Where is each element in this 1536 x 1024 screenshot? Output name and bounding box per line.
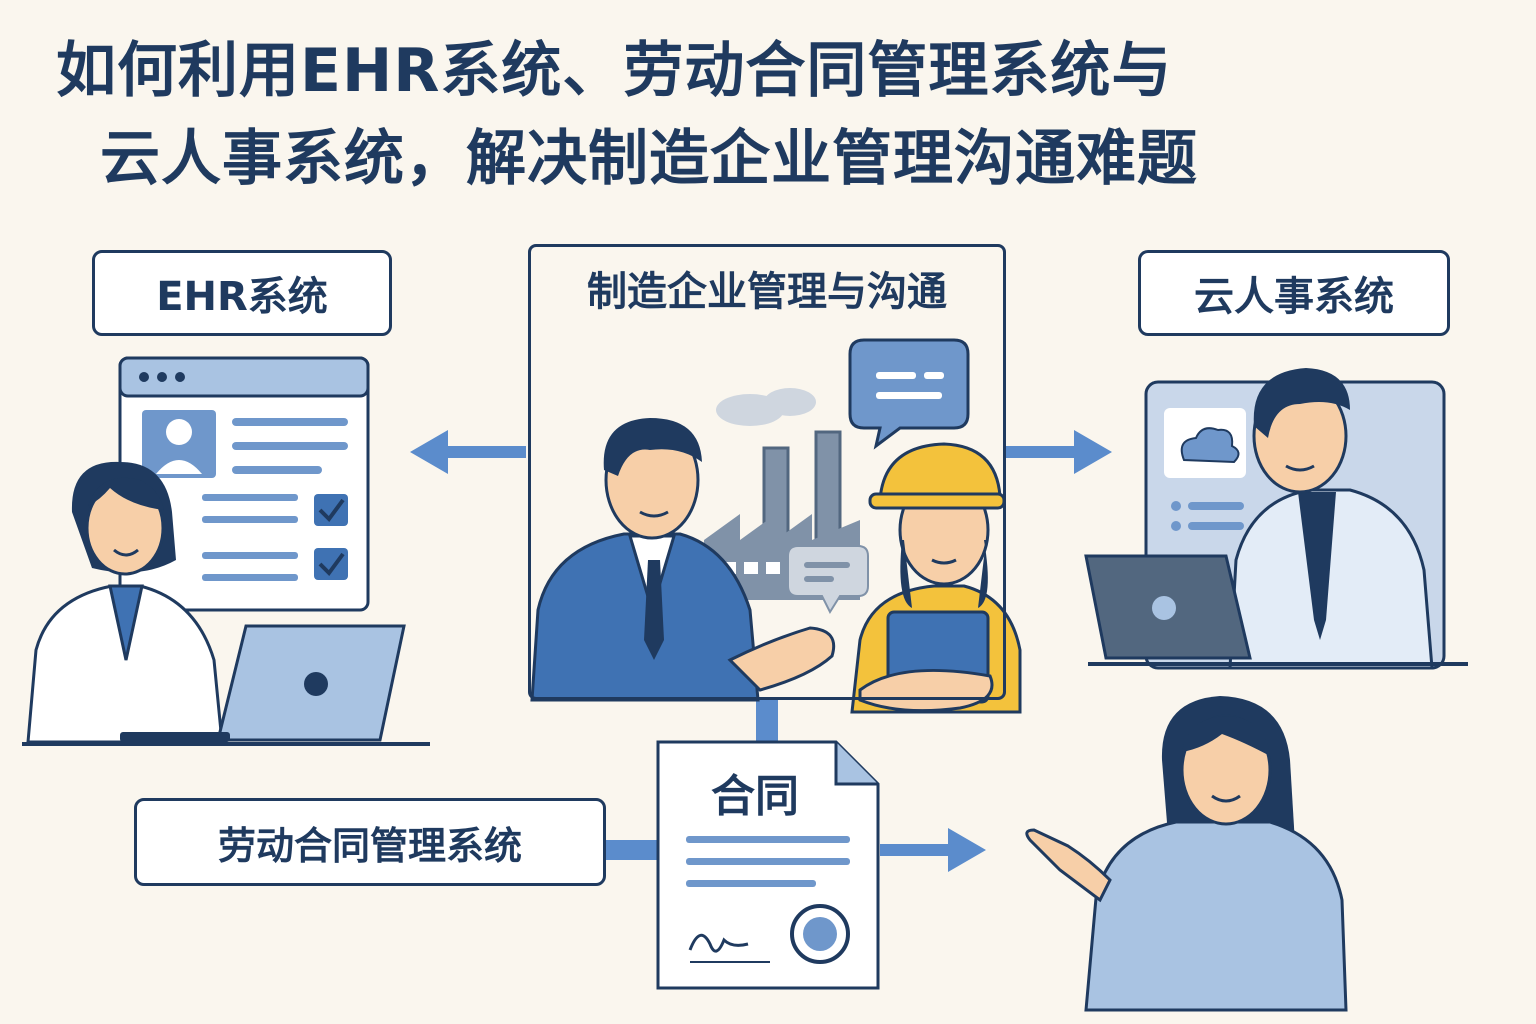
- worker-illustration: [850, 442, 1022, 714]
- labor-contract-system-text: 劳动合同管理系统: [217, 823, 522, 868]
- checkbox-icon: [314, 494, 348, 526]
- laptop-icon: [120, 624, 406, 742]
- cloud-hr-system-label: 云人事系统: [1138, 250, 1450, 336]
- labor-contract-system-label: 劳动合同管理系统: [134, 798, 606, 886]
- connector-labor-contract: [606, 840, 660, 860]
- cloud-icon: [1180, 427, 1240, 464]
- user-profile-icon: [142, 410, 216, 478]
- connector-center-contract: [756, 700, 778, 744]
- laptop-icon: [1084, 554, 1468, 666]
- contract-document-title: 合同: [711, 771, 799, 822]
- ehr-system-text: EHR系统: [156, 274, 328, 320]
- cloud-hr-system-text: 云人事系统: [1194, 274, 1394, 320]
- arrow-to-ehr-head: [410, 430, 448, 474]
- signature-icon: [688, 933, 770, 963]
- hr-woman-illustration: [22, 461, 430, 746]
- ehr-system-label: EHR系统: [92, 250, 392, 336]
- title-line-1: 如何利用EHR系统、劳动合同管理系统与: [56, 36, 1173, 106]
- hr-man-illustration: [1228, 368, 1434, 670]
- chat-bubble-icon: [787, 545, 869, 615]
- browser-window-icon: [118, 356, 370, 612]
- title-line-2: 云人事系统，解决制造企业管理沟通难题: [100, 124, 1198, 194]
- manager-illustration: [530, 418, 836, 702]
- employee-woman-illustration: [1025, 696, 1348, 1012]
- arrow-to-employee-head: [948, 828, 986, 872]
- chat-bubble-icon: [848, 338, 970, 450]
- document-icon: [656, 740, 880, 990]
- center-management-text: 制造企业管理与沟通: [587, 269, 947, 315]
- connectors: [410, 430, 1112, 872]
- checkbox-icon: [314, 548, 348, 580]
- center-management-panel: 制造企业管理与沟通: [528, 244, 1006, 700]
- seal-icon: [790, 904, 850, 964]
- arrow-to-cloud-head: [1074, 430, 1112, 474]
